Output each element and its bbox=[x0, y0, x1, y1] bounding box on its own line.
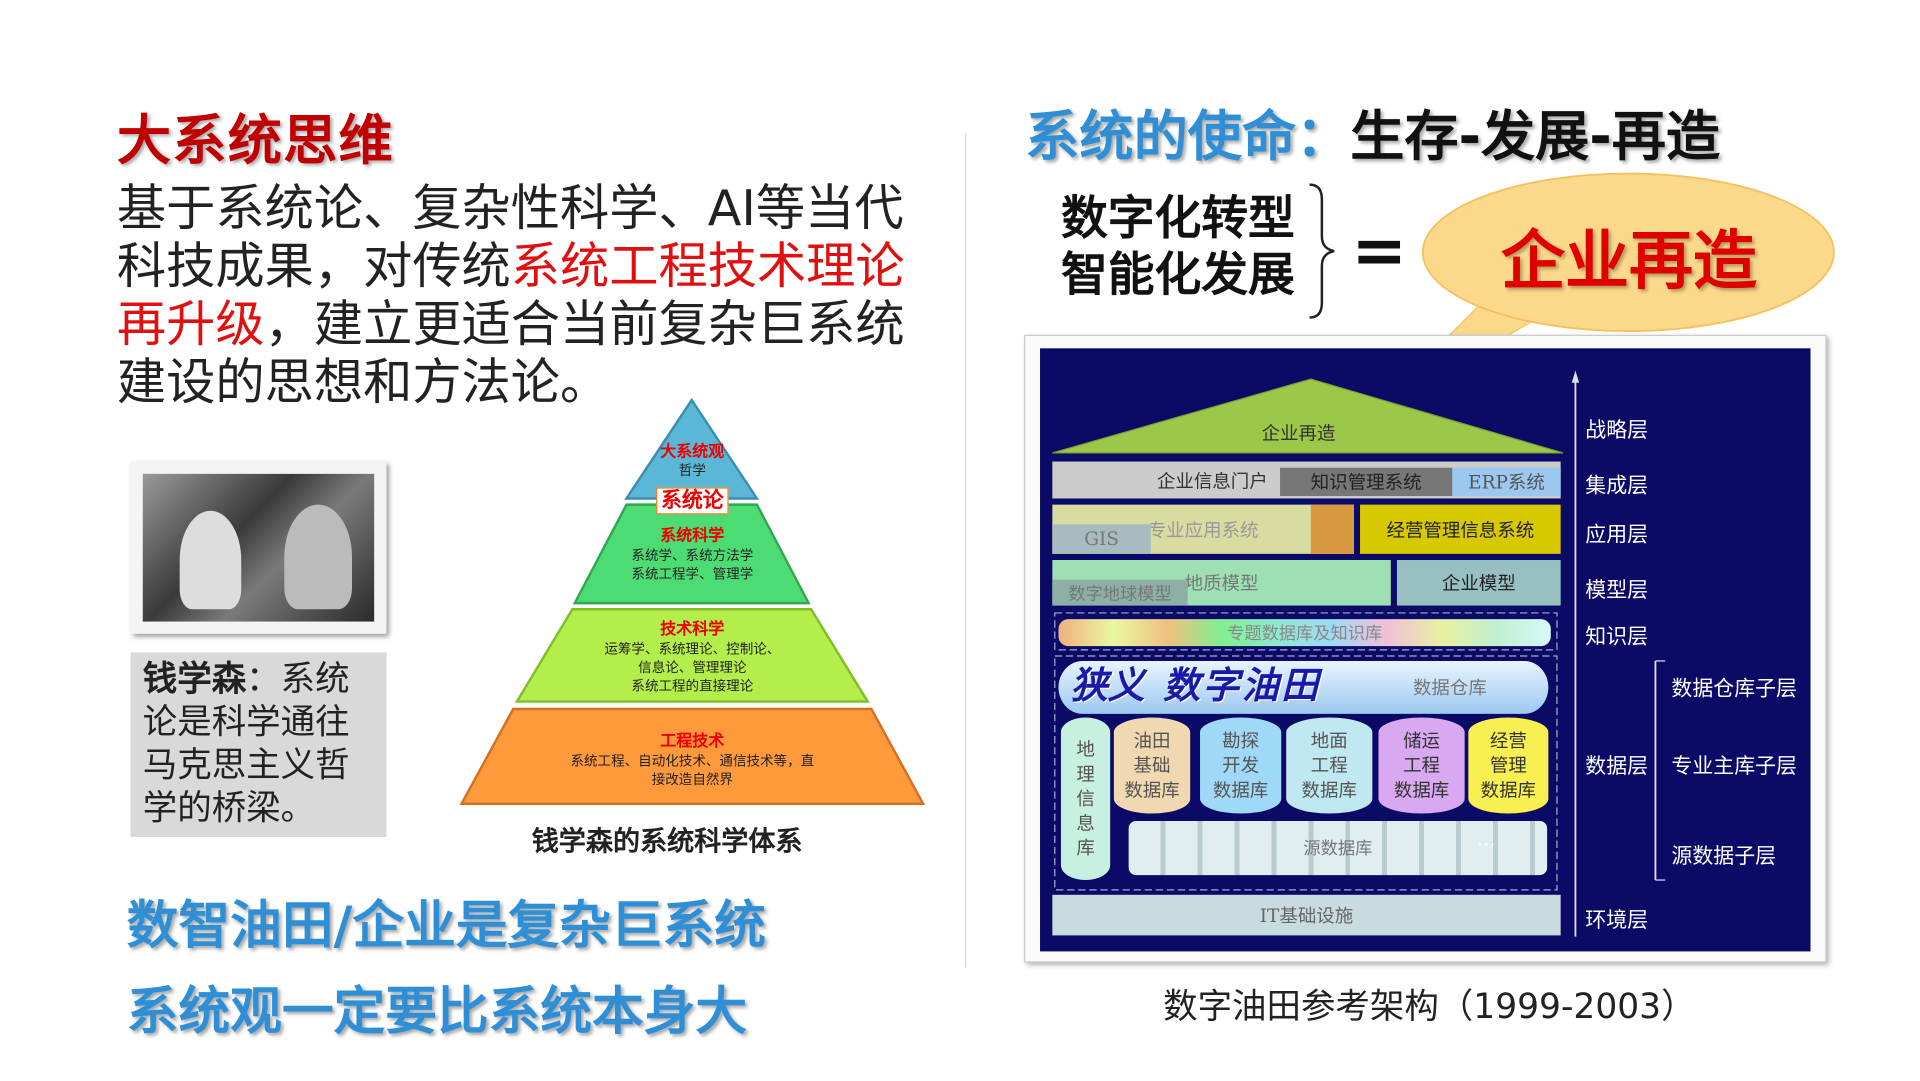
pyramid-caption: 钱学森的系统科学体系 bbox=[531, 825, 803, 858]
pyramid-badge: 系统论 bbox=[656, 487, 729, 515]
para-text-2: ，建立更适合当前复杂巨系统建设的思想和方法论。 bbox=[116, 296, 905, 412]
left-title: 大系统思维 bbox=[116, 109, 394, 173]
brace-icon bbox=[1309, 183, 1335, 319]
sublayer-source: 源数据子层 bbox=[1671, 844, 1777, 869]
layer-integration: 集成层 bbox=[1585, 473, 1649, 499]
sublayer-warehouse: 数据仓库子层 bbox=[1671, 676, 1797, 702]
overlay-narrow: 狭义 bbox=[1070, 664, 1145, 708]
level-1-line: 系统工程学、管理学 bbox=[631, 566, 754, 583]
erp-box: ERP系统 bbox=[1452, 467, 1561, 497]
db-cylinder: 地理信息库 bbox=[1060, 717, 1111, 881]
goal-item: 数字化转型 bbox=[1060, 189, 1295, 245]
pyramid-top-sub: 哲学 bbox=[678, 462, 706, 479]
pyramid-graphic bbox=[459, 397, 926, 805]
gis-box: GIS bbox=[1052, 524, 1151, 554]
kms-box: 知识管理系统 bbox=[1280, 467, 1453, 497]
db-cylinder: 经营管理数据库 bbox=[1468, 717, 1549, 814]
level-3-title: 工程技术 bbox=[660, 732, 725, 751]
level-2-line: 运筹学、系统理论、控制论、 bbox=[604, 641, 781, 658]
level-1-line: 系统学、系统方法学 bbox=[631, 547, 754, 564]
architecture-diagram: 企业再造 企业信息门户 知识管理系统 ERP系统 专业应用系统 GIS 经营管理… bbox=[1040, 348, 1811, 952]
level-3-line: 接改造自然界 bbox=[651, 771, 733, 788]
pyramid-level-3 bbox=[459, 707, 926, 805]
layer-data: 数据层 bbox=[1585, 754, 1649, 780]
db-cylinder: 地面工程数据库 bbox=[1286, 717, 1373, 814]
level-2-line: 信息论、管理理论 bbox=[638, 659, 747, 676]
orange-block bbox=[1310, 504, 1354, 554]
goals: 数字化转型 智能化发展 bbox=[1061, 190, 1295, 303]
goal-item: 智能化发展 bbox=[1060, 246, 1295, 302]
layer-application: 应用层 bbox=[1585, 523, 1649, 548]
right-title: 系统的使命：生存-发展-再造 bbox=[1025, 92, 1720, 171]
mis-box: 经营管理信息系统 bbox=[1360, 504, 1561, 554]
roof bbox=[1052, 378, 1564, 454]
level-3-line: 系统工程、自动化技术、通信技术等，直 bbox=[570, 753, 815, 770]
architecture-caption: 数字油田参考架构（1999-2003） bbox=[1163, 985, 1696, 1027]
level-2-line: 系统工程的直接理论 bbox=[631, 678, 754, 695]
sublayer-master: 专业主库子层 bbox=[1671, 754, 1797, 780]
db-cylinder: 油田基础数据库 bbox=[1113, 717, 1191, 814]
divider bbox=[964, 132, 967, 968]
bubble-text: 企业再造 bbox=[1500, 225, 1757, 300]
warehouse: 数据仓库 bbox=[1058, 660, 1549, 714]
layer-environment: 环境层 bbox=[1585, 908, 1649, 933]
slogan-2: 系统观一定要比系统本身大 bbox=[126, 980, 748, 1042]
level-2-title: 技术科学 bbox=[660, 620, 725, 639]
db-cylinder: 储运工程数据库 bbox=[1378, 717, 1465, 814]
layer-knowledge: 知识层 bbox=[1585, 625, 1649, 650]
source-db-row: 源数据库 bbox=[1128, 820, 1548, 876]
db-cylinder: 勘探开发数据库 bbox=[1200, 717, 1282, 814]
quote-name: 钱学森 bbox=[142, 658, 247, 700]
ellipsis: … bbox=[1476, 828, 1496, 851]
level-1-title: 系统科学 bbox=[660, 526, 725, 546]
roof-label: 企业再造 bbox=[1261, 422, 1336, 445]
earth-model-box: 数字地球模型 bbox=[1052, 579, 1188, 606]
quote-text: ：系统论是科学通往马克思主义哲学的桥梁。 bbox=[142, 658, 350, 829]
para-text: 基于系统论、复杂性科学、AI等当代科技成果，对传统 bbox=[116, 180, 904, 296]
topic-db-row: 专题数据库及知识库 bbox=[1058, 619, 1551, 647]
photo-image bbox=[142, 473, 375, 622]
pyramid-level-2 bbox=[514, 608, 870, 703]
infra-row: IT基础设施 bbox=[1052, 894, 1561, 936]
pro-app-box: 专业应用系统 bbox=[1052, 504, 1354, 554]
pyramid-top-title: 大系统观 bbox=[660, 443, 725, 462]
title-black: 生存-发展-再造 bbox=[1350, 105, 1721, 169]
layer-model: 模型层 bbox=[1585, 578, 1649, 604]
ent-model-box: 企业模型 bbox=[1396, 560, 1561, 606]
quote-box: 钱学森：系统论是科学通往马克思主义哲学的桥梁。 bbox=[130, 652, 387, 837]
title-blue: 系统的使命： bbox=[1025, 105, 1351, 169]
slogan-1: 数智油田/企业是复杂巨系统 bbox=[126, 894, 766, 956]
layer-strategy: 战略层 bbox=[1585, 418, 1649, 444]
para-highlight: 系统工程技术理论再升级 bbox=[116, 238, 905, 354]
historical-photo bbox=[130, 461, 387, 634]
overlay-digital-oilfield: 数字油田 bbox=[1163, 664, 1321, 708]
intro-paragraph: 基于系统论、复杂性科学、AI等当代科技成果，对传统系统工程技术理论再升级，建立更… bbox=[117, 181, 917, 412]
equals-sign: = bbox=[1351, 211, 1408, 290]
